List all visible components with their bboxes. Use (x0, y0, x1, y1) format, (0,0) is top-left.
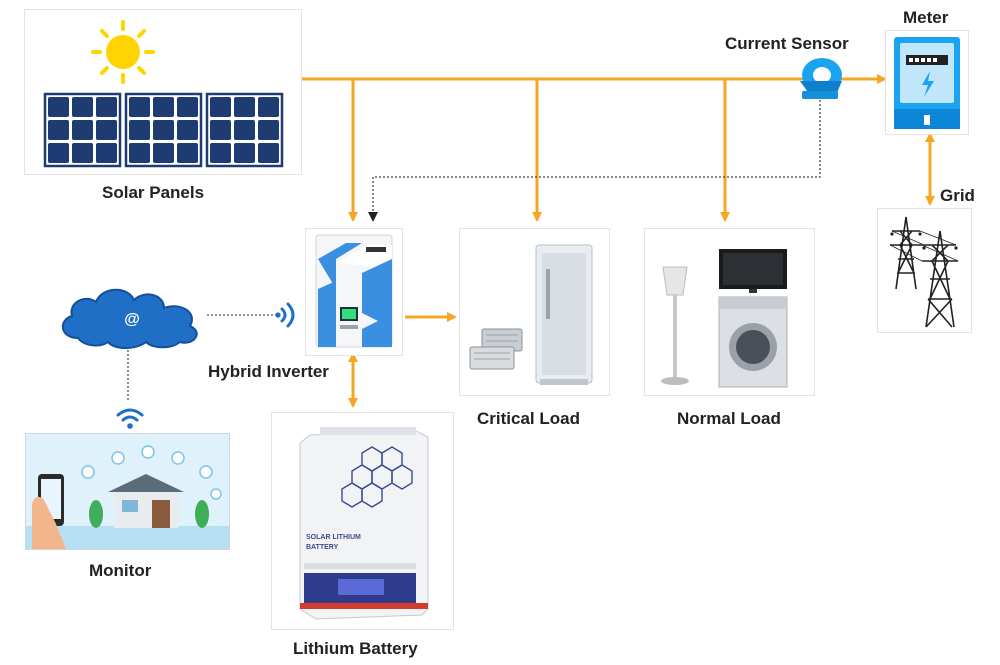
pv-cell (210, 97, 231, 117)
pv-cell (153, 120, 174, 140)
pv-cell (48, 120, 69, 140)
solar-panels-box (24, 9, 302, 175)
lithium-battery-label: Lithium Battery (293, 639, 418, 658)
meter-box (885, 30, 969, 135)
smart-home-illustration (26, 434, 229, 549)
normal-load-label: Normal Load (677, 409, 781, 428)
current-sensor-label: Current Sensor (725, 34, 849, 53)
pv-cell (72, 97, 93, 117)
pv-cell (48, 143, 69, 163)
pv-cell (96, 97, 117, 117)
sun-icon (91, 20, 155, 84)
meter-icon (894, 37, 960, 129)
pv-cell (258, 120, 279, 140)
pv-cell (177, 97, 198, 117)
solar-panels-label: Solar Panels (102, 183, 205, 202)
critical-load-illustration (469, 244, 593, 385)
pv-cell (153, 97, 174, 117)
washing-machine-icon (718, 296, 788, 388)
pv-cell (234, 97, 255, 117)
pv-cell (258, 97, 279, 117)
battery-title-line1: SOLAR LITHIUM (306, 534, 361, 541)
pv-cell (72, 120, 93, 140)
current-sensor-icon (800, 58, 842, 99)
solar-panels-illustration (43, 20, 284, 168)
lithium-battery-box: SOLAR LITHIUM BATTERY (271, 412, 454, 630)
pv-cell (234, 120, 255, 140)
hybrid-inverter-label: Hybrid Inverter (208, 362, 329, 381)
refrigerator-icon (535, 244, 593, 385)
television-icon (719, 249, 787, 293)
monitor-label: Monitor (89, 561, 152, 580)
pv-cell (129, 143, 150, 163)
pv-cell (96, 143, 117, 163)
pv-cell (210, 120, 231, 140)
flood-light-icon (469, 328, 523, 370)
cloud-icon: @ (62, 288, 198, 349)
pv-cell (234, 143, 255, 163)
meter-label: Meter (903, 8, 949, 27)
pv-cell (129, 97, 150, 117)
pv-cell (177, 143, 198, 163)
battery-title-line2: BATTERY (306, 544, 339, 551)
sensor-signal-line (368, 100, 821, 222)
pv-cell (177, 120, 198, 140)
floor-lamp-icon (661, 266, 689, 385)
hybrid-inverter-box (305, 228, 403, 356)
wifi-signal-icon (275, 302, 295, 328)
normal-load-box (644, 228, 815, 396)
critical-load-label: Critical Load (477, 409, 580, 428)
pv-cell (210, 143, 231, 163)
inverter-icon (315, 234, 393, 348)
battery-icon: SOLAR LITHIUM BATTERY (299, 427, 429, 620)
grid-label: Grid (940, 186, 975, 205)
cloud-at-symbol: @ (124, 311, 140, 328)
critical-load-box (459, 228, 610, 396)
pv-cell (153, 143, 174, 163)
pv-panels (43, 92, 284, 168)
pv-cell (72, 143, 93, 163)
monitor-box (25, 433, 230, 550)
pv-cell (48, 97, 69, 117)
power-tower-icon (889, 216, 959, 328)
pv-cell (258, 143, 279, 163)
pv-cell (129, 120, 150, 140)
normal-load-illustration (661, 249, 788, 388)
wifi-icon (116, 408, 144, 429)
pv-cell (96, 120, 117, 140)
grid-box (877, 208, 972, 333)
